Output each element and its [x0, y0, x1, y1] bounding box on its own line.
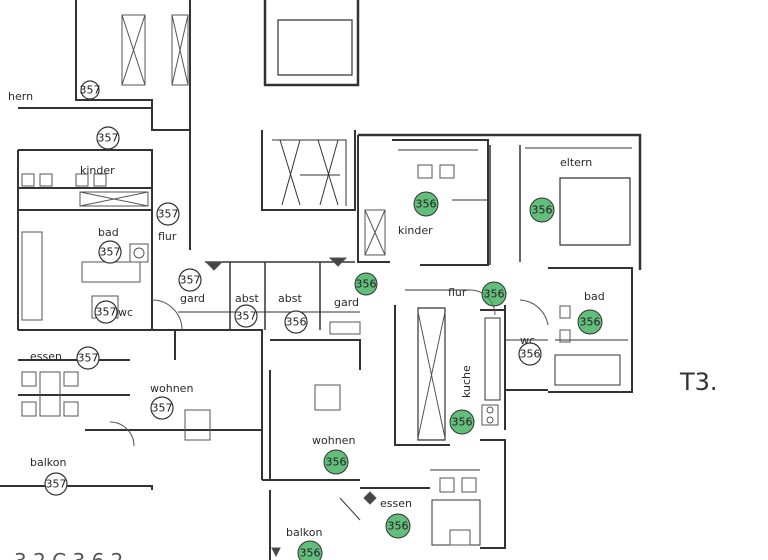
- label-kinder-right: kinder: [398, 224, 433, 237]
- highlight-marker: 356: [481, 281, 507, 307]
- unit-marker: 357: [98, 240, 122, 264]
- label-bad-left: bad: [98, 226, 119, 239]
- highlight-marker: 356: [577, 309, 603, 335]
- highlight-marker: 356: [323, 449, 349, 475]
- label-flur-left: flur: [158, 230, 177, 243]
- room-labels: hern kinder bad flur wc essen wohnen bal…: [8, 90, 718, 560]
- highlight-marker: 356: [449, 409, 475, 435]
- unit-marker: 357: [44, 472, 68, 496]
- highlight-marker: 356: [385, 513, 411, 539]
- svg-text:356: 356: [452, 416, 473, 429]
- unit-marker: 357: [156, 202, 180, 226]
- unit-marker: 357: [150, 396, 174, 420]
- svg-text:356: 356: [532, 204, 553, 217]
- highlight-marker: 356: [354, 272, 378, 296]
- svg-text:356: 356: [286, 316, 307, 329]
- label-bad-right: bad: [584, 290, 605, 303]
- label-gard-left: gard: [180, 292, 205, 305]
- label-wc-left: wc: [118, 306, 133, 319]
- label-eltern: eltern: [560, 156, 592, 169]
- svg-text:357: 357: [96, 306, 117, 319]
- unit-marker: 357: [96, 126, 120, 150]
- unit-marker: 357: [94, 300, 118, 324]
- highlight-marker: 356: [297, 540, 323, 560]
- label-top-left-fragment: hern: [8, 90, 33, 103]
- building-tag: T3.: [679, 368, 718, 396]
- svg-text:357: 357: [98, 132, 119, 145]
- unit-marker: 357: [76, 346, 100, 370]
- unit-marker: 357: [178, 268, 202, 292]
- svg-text:357: 357: [78, 352, 99, 365]
- svg-text:357: 357: [100, 246, 121, 259]
- highlight-marker: 356: [413, 191, 439, 217]
- unit-markers-outline: 357 357 357 357 357 357 357 357 357 357 …: [44, 80, 542, 496]
- unit-marker: 357: [234, 304, 258, 328]
- svg-text:356: 356: [484, 288, 505, 301]
- label-wohnen-mid: wohnen: [312, 434, 355, 447]
- bottom-code: 3 2 C 3 6 2: [14, 549, 123, 560]
- unit-marker: 356: [284, 310, 308, 334]
- unit-marker: 356: [518, 342, 542, 366]
- furniture-details: [21, 14, 571, 558]
- svg-text:356: 356: [300, 547, 321, 560]
- label-essen-left: essen: [30, 350, 62, 363]
- label-essen-mid: essen: [380, 497, 412, 510]
- svg-text:356: 356: [416, 198, 437, 211]
- svg-text:356: 356: [388, 520, 409, 533]
- label-abst-left: abst: [235, 292, 259, 305]
- svg-text:357: 357: [152, 402, 173, 415]
- svg-text:356: 356: [326, 456, 347, 469]
- unit-markers-highlighted: 356 356 356 356 356 356 356 356 356 356: [297, 191, 603, 560]
- svg-text:357: 357: [236, 310, 257, 323]
- unit-marker: 357: [80, 80, 101, 100]
- label-flur-right: flur: [448, 286, 467, 299]
- label-kuche: kuche: [460, 365, 473, 398]
- svg-text:357: 357: [46, 478, 67, 491]
- label-gard-mid: gard: [334, 296, 359, 309]
- label-balkon-left: balkon: [30, 456, 66, 469]
- svg-text:356: 356: [356, 278, 377, 291]
- highlight-marker: 356: [529, 197, 555, 223]
- label-wohnen-left: wohnen: [150, 382, 193, 395]
- svg-text:356: 356: [580, 316, 601, 329]
- label-balkon-mid: balkon: [286, 526, 322, 539]
- svg-text:357: 357: [158, 208, 179, 221]
- label-kinder-left: kinder: [80, 164, 115, 177]
- svg-text:357: 357: [80, 84, 101, 97]
- svg-text:357: 357: [180, 274, 201, 287]
- label-abst-mid: abst: [278, 292, 302, 305]
- svg-text:356: 356: [520, 348, 541, 361]
